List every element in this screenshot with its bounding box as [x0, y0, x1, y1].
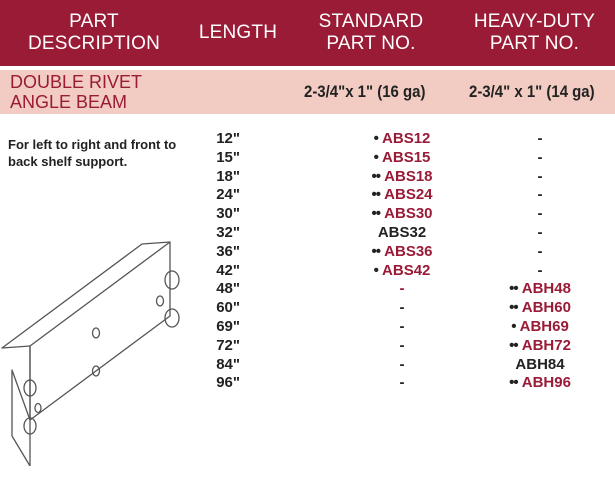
length-cell: 60"	[216, 299, 240, 317]
usage-note: For left to right and front to back shel…	[8, 137, 177, 169]
table-row: 30" •• ABS30 -	[0, 205, 615, 224]
header-length: LENGTH	[198, 22, 278, 43]
empty-part-cell: -	[537, 186, 543, 204]
standard-size-label: 2-3/4"x 1" (16 ga)	[304, 82, 426, 101]
length-cell: 42"	[216, 261, 240, 279]
length-cell: 69"	[216, 317, 240, 335]
part-number: ABS30	[384, 205, 433, 223]
part-number: ABH69	[519, 317, 569, 335]
availability-bullet: ••	[371, 242, 380, 260]
part-number: ABH60	[521, 299, 571, 317]
part-number: ABS12	[382, 130, 431, 147]
empty-part-cell: -	[537, 223, 543, 241]
empty-part-cell: -	[399, 299, 405, 317]
table-row: 32" ABS32 -	[0, 224, 615, 243]
angle-beam-illustration	[1, 241, 180, 466]
availability-bullet: ••	[509, 299, 518, 317]
empty-part-cell: -	[399, 355, 405, 373]
part-number: ABH84	[515, 355, 565, 373]
header-standard-part-no: STANDARD PART NO.	[318, 11, 424, 54]
part-number: ABS32	[377, 223, 427, 241]
length-cell: 30"	[216, 205, 240, 223]
empty-part-cell: -	[537, 148, 543, 166]
part-number: ABH72	[521, 336, 571, 354]
table-row: 48" - •• ABH48	[0, 280, 615, 299]
empty-part-cell: -	[537, 242, 543, 260]
availability-bullet: ••	[371, 186, 380, 204]
availability-bullet: •	[511, 317, 516, 335]
length-cell: 84"	[216, 355, 240, 373]
availability-bullet: ••	[509, 336, 518, 354]
table-row: 72" - •• ABH72	[0, 337, 615, 356]
part-number: ABH96	[521, 374, 571, 392]
header-heavy-duty-part-no: HEAVY-DUTY PART NO.	[473, 11, 596, 54]
length-cell: 18"	[216, 167, 240, 185]
empty-part-cell: -	[537, 167, 543, 185]
table-row: 36" •• ABS36 -	[0, 243, 615, 262]
availability-bullet: •	[373, 148, 379, 166]
length-cell: 24"	[216, 186, 240, 204]
part-number: ABS24	[384, 186, 433, 204]
empty-part-cell: -	[399, 280, 405, 298]
table-header: PART DESCRIPTION LENGTH STANDARD PART NO…	[0, 0, 615, 66]
beam-type-label: DOUBLE RIVET ANGLE BEAM	[10, 72, 143, 112]
part-number: ABS15	[382, 148, 431, 166]
part-number: ABS18	[384, 167, 433, 185]
availability-bullet: ••	[509, 280, 518, 298]
table-row: 15" • ABS15 -	[0, 149, 615, 168]
table-row: 24" •• ABS24 -	[0, 186, 615, 205]
table-row: 18" •• ABS18 -	[0, 168, 615, 187]
availability-bullet: ••	[371, 205, 380, 223]
length-cell: 96"	[216, 374, 240, 392]
availability-bullet: ••	[371, 167, 380, 185]
availability-bullet: ••	[509, 374, 518, 392]
part-number: ABS36	[384, 242, 433, 260]
empty-part-cell: -	[399, 374, 405, 392]
beam-type-row: DOUBLE RIVET ANGLE BEAM 2-3/4"x 1" (16 g…	[0, 70, 615, 114]
length-cell: 72"	[216, 336, 240, 354]
table-row: 96" - •• ABH96	[0, 374, 615, 393]
availability-bullet: •	[373, 261, 379, 279]
heavy-duty-size-label: 2-3/4" x 1" (14 ga)	[469, 82, 595, 101]
length-cell: 15"	[216, 148, 240, 166]
length-cell: 48"	[216, 280, 240, 298]
table-row: 12" • ABS12 -	[0, 130, 615, 149]
empty-part-cell: -	[537, 205, 543, 223]
length-cell: 12"	[216, 130, 240, 147]
table-row: 69" - • ABH69	[0, 318, 615, 337]
empty-part-cell: -	[399, 336, 405, 354]
empty-part-cell: -	[399, 317, 405, 335]
table-row: 60" - •• ABH60	[0, 299, 615, 318]
table-row: 84" - ABH84	[0, 356, 615, 375]
table-row: 42" • ABS42 -	[0, 262, 615, 281]
part-number: ABS42	[382, 261, 431, 279]
availability-bullet: •	[373, 130, 379, 147]
empty-part-cell: -	[537, 261, 543, 279]
length-cell: 32"	[216, 223, 240, 241]
header-part-description: PART DESCRIPTION	[27, 11, 161, 54]
empty-part-cell: -	[537, 130, 543, 147]
part-number: ABH48	[521, 280, 571, 298]
length-cell: 36"	[216, 242, 240, 260]
parts-table-body: 12"• ABS12-15"• ABS15-18"•• ABS18-24"•• …	[0, 130, 615, 393]
